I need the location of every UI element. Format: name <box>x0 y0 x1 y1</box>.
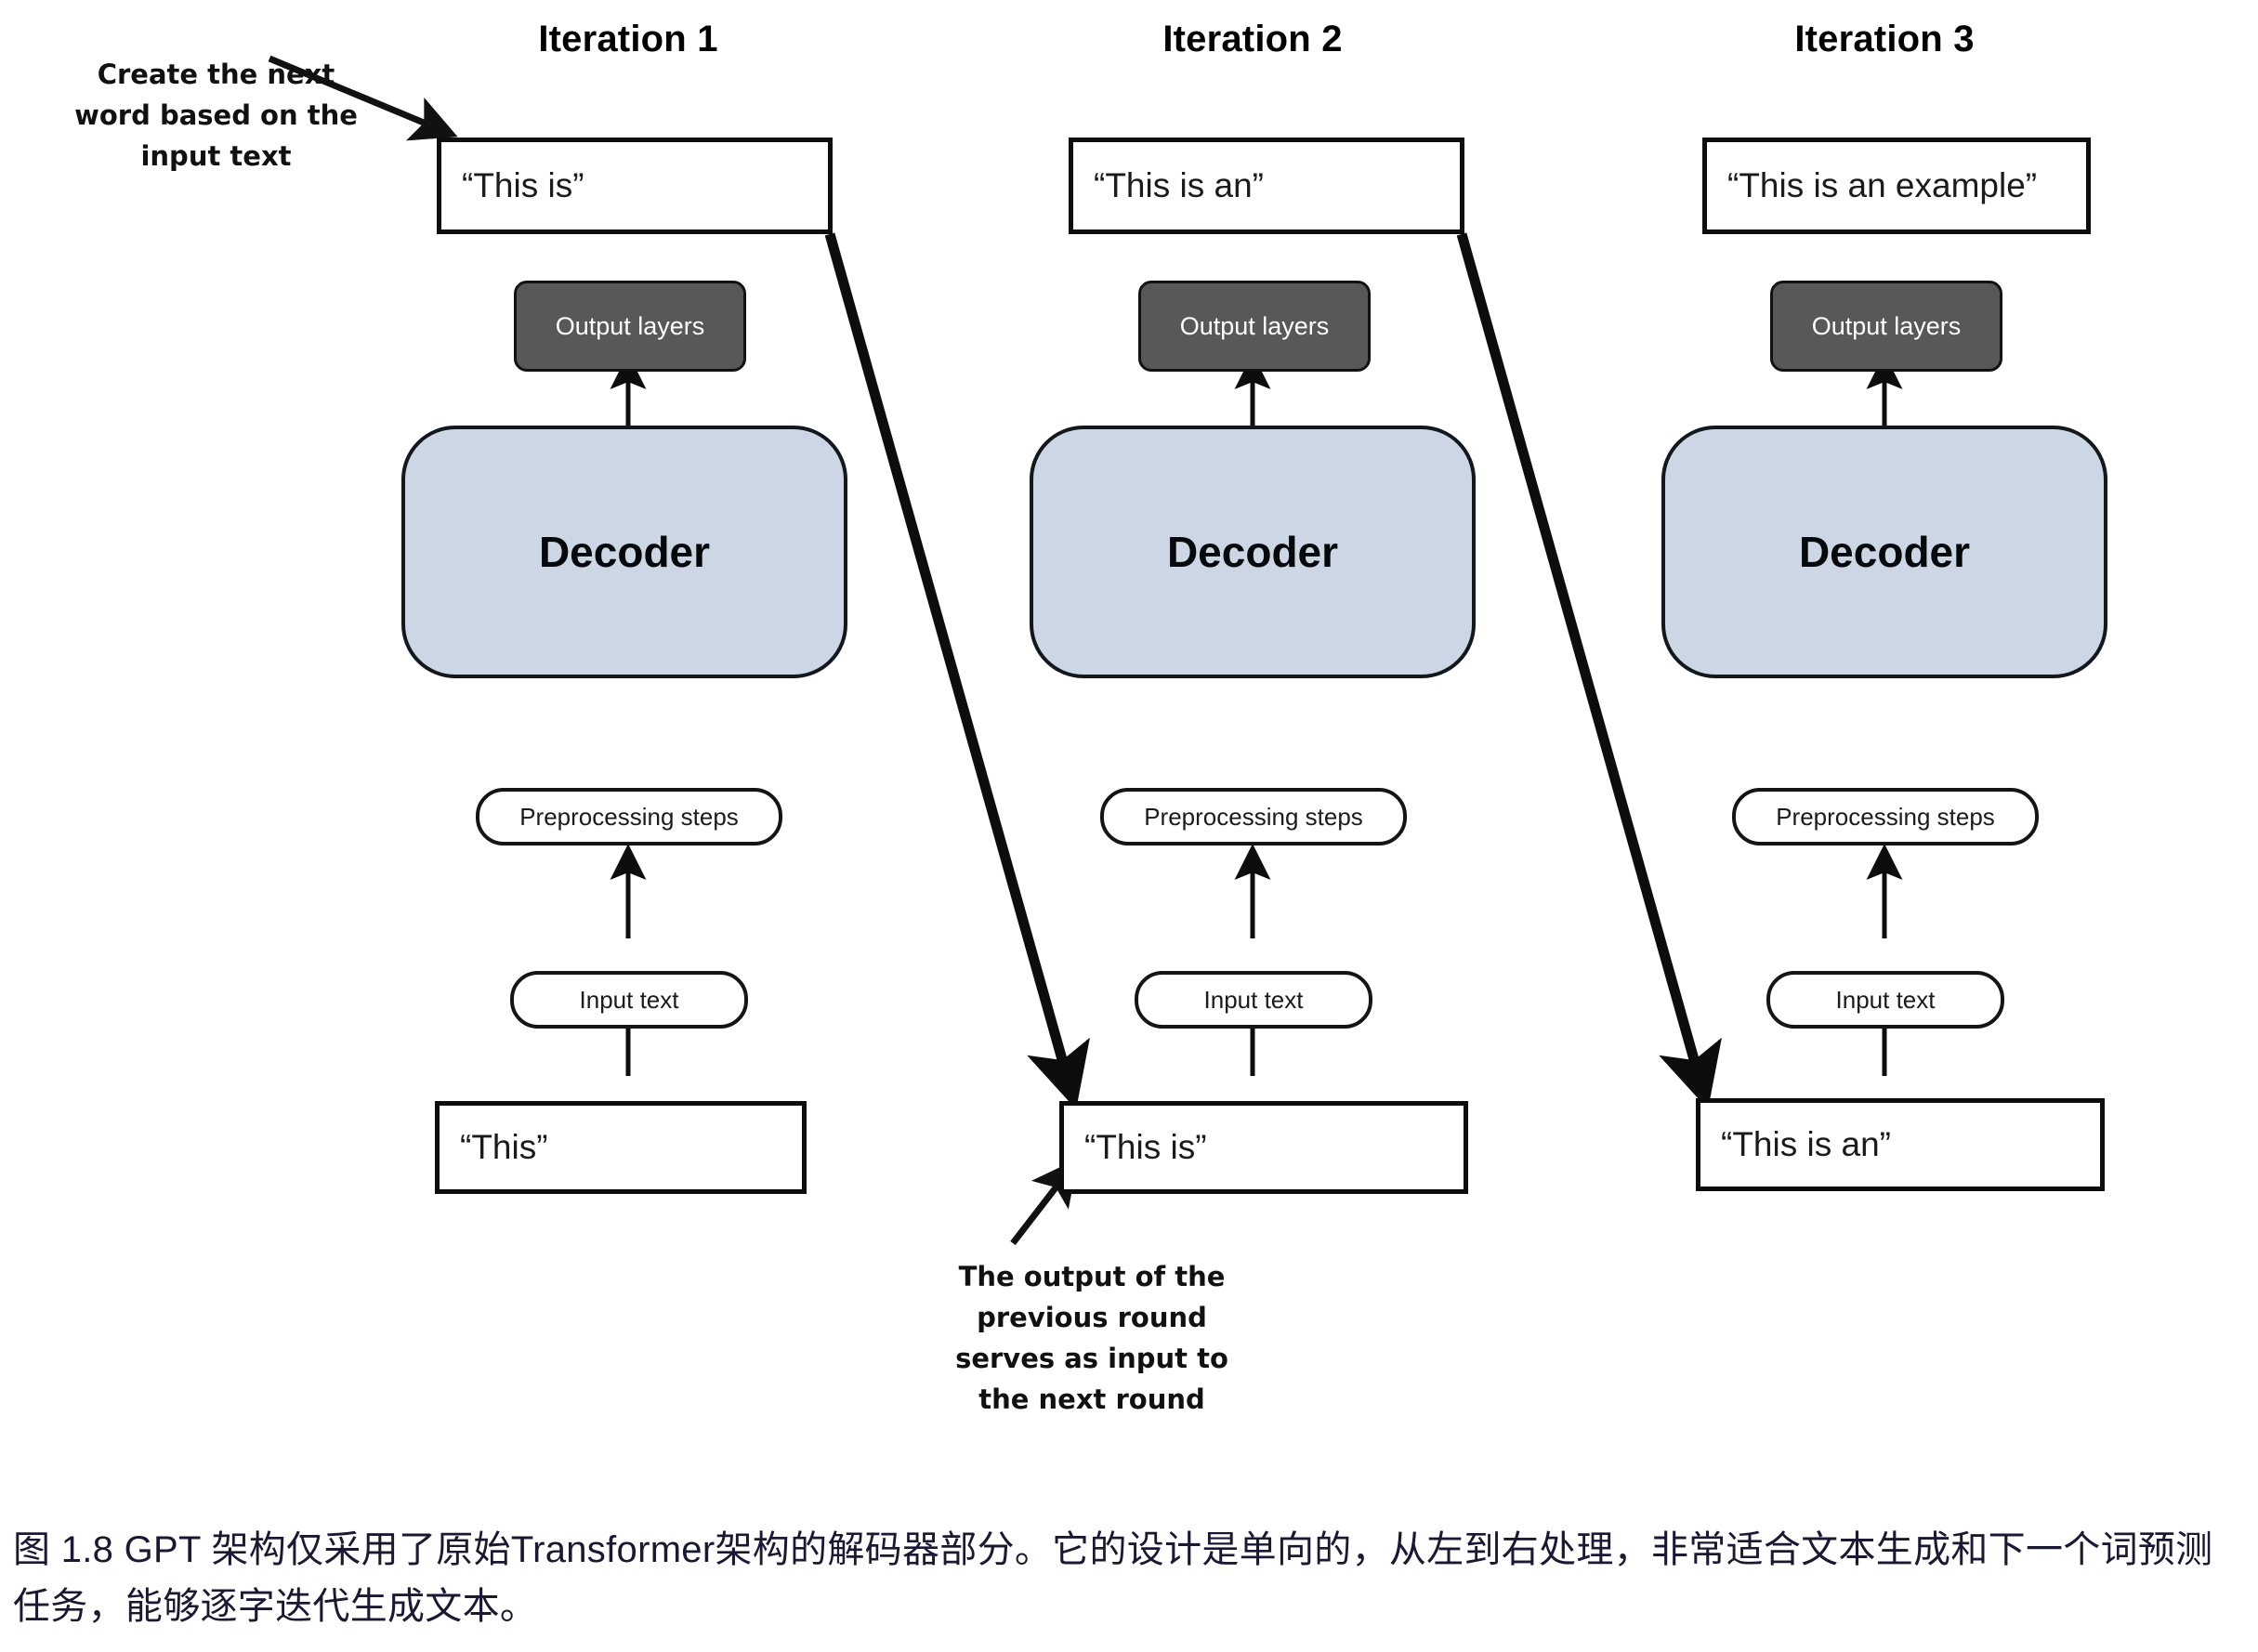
output-text-box-iteration-3: “This is an example” <box>1702 138 2091 234</box>
decoder-box-iteration-2: Decoder <box>1030 426 1476 678</box>
preprocessing-steps-box-iteration-1: Preprocessing steps <box>476 788 782 846</box>
output-text-box-iteration-1: “This is” <box>437 138 833 234</box>
input-text-box-iteration-3: Input text <box>1766 971 2004 1029</box>
output-layers-box-iteration-3: Output layers <box>1770 281 2002 372</box>
column-title-iteration-2: Iteration 2 <box>1162 19 1343 59</box>
preprocessing-steps-box-iteration-3: Preprocessing steps <box>1732 788 2039 846</box>
column-title-iteration-3: Iteration 3 <box>1794 19 1975 59</box>
input-string-box-iteration-3: “This is an” <box>1696 1098 2105 1191</box>
annotation-output-feeds-next-round: The output of the previous round serves … <box>955 1261 1228 1416</box>
annotation-arrow-output-feeds-next-round <box>1010 1158 1079 1246</box>
input-string-box-iteration-1: “This” <box>435 1101 807 1194</box>
arrow-iteration2-output-to-iteration3-input <box>1456 232 1722 1110</box>
input-string-box-iteration-2: “This is” <box>1059 1101 1468 1194</box>
decoder-box-iteration-1: Decoder <box>401 426 847 678</box>
decoder-box-iteration-3: Decoder <box>1661 426 2107 678</box>
preprocessing-steps-box-iteration-2: Preprocessing steps <box>1100 788 1407 846</box>
annotation-create-next-word: Create the next word based on the input … <box>74 59 358 173</box>
arrow-iteration1-output-to-iteration2-input <box>824 232 1090 1110</box>
output-layers-box-iteration-2: Output layers <box>1138 281 1371 372</box>
input-text-box-iteration-2: Input text <box>1135 971 1372 1029</box>
input-text-box-iteration-1: Input text <box>510 971 748 1029</box>
figure-caption: 图 1.8 GPT 架构仅采用了原始Transformer架构的解码器部分。它的… <box>13 1529 2213 1627</box>
output-layers-box-iteration-1: Output layers <box>514 281 746 372</box>
column-title-iteration-1: Iteration 1 <box>538 19 718 59</box>
output-text-box-iteration-2: “This is an” <box>1069 138 1464 234</box>
